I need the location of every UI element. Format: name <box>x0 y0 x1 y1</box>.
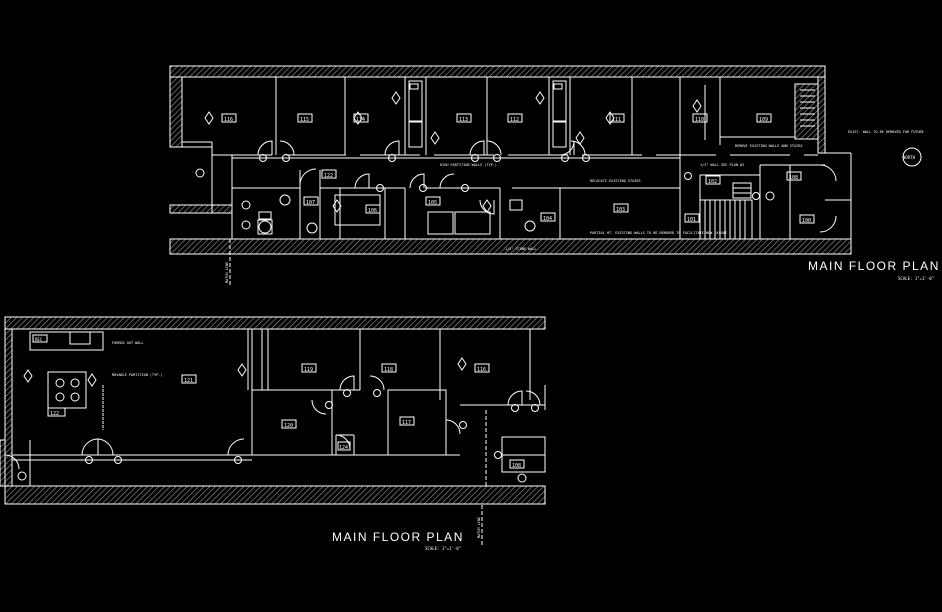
room-label: 107 <box>306 200 315 206</box>
plan-scale-1: SCALE: 1"=1'-0" <box>898 276 935 281</box>
note-partition: HIGH PARTITION WALLS (TYP.) <box>440 163 497 167</box>
plan-2-south-wall <box>4 485 546 505</box>
note-line-label: 1/2" STONE WALL <box>505 247 537 251</box>
room-label: 115 <box>300 117 309 123</box>
plan-title-1: MAIN FLOOR PLAN <box>808 259 940 273</box>
note-existing-stair: REMOVE EXISTING WALLS AND STAIRS <box>735 144 802 148</box>
room-label: 103 <box>616 207 625 213</box>
plan-1-west-wall-lower <box>169 204 233 214</box>
note-top-right: EXIST. WALL TO BE REMOVED FOR FUTURE <box>848 130 924 134</box>
room-label: 116 <box>224 117 233 123</box>
room-label: 116 <box>477 367 486 373</box>
plan-1 <box>169 65 922 285</box>
room-label: 106 <box>368 208 377 214</box>
plan-1-north-wall <box>169 65 826 78</box>
label-movable: MOVABLE PARTITION (TYP.) <box>112 373 163 377</box>
room-label: 111 <box>612 117 621 123</box>
note-remove-casework: RELOCATE EXISTING STAIRS <box>590 179 641 183</box>
label-rec: REC <box>35 337 43 342</box>
room-label: 104 <box>543 216 552 222</box>
room-label: 122 <box>324 173 333 179</box>
room-label: 121 <box>184 378 193 384</box>
match-line-label-2: MATCH LINE <box>477 517 481 538</box>
plan-2-north-wall <box>4 316 546 330</box>
room-label: 114 <box>356 117 365 123</box>
room-label: 117 <box>402 420 411 426</box>
room-label: 101 <box>687 217 696 223</box>
label-furred: FURRED OUT WALL <box>112 341 144 345</box>
plan-2-labels: 121 122 119 118 116 120 117 124 108 REC … <box>35 337 521 538</box>
room-label: 109 <box>759 117 768 123</box>
plan-1-east-wall <box>817 76 826 154</box>
plan-1-labels: 116 115 114 113 112 111 110 109 122 107 … <box>224 117 924 283</box>
room-label: 119 <box>304 367 313 373</box>
plan-1-stair <box>699 182 753 240</box>
room-label: 112 <box>510 117 519 123</box>
plan-1-east-stair <box>800 89 815 127</box>
room-label: 122 <box>50 411 59 417</box>
plan-1-west-wall <box>169 76 183 148</box>
plan-scale-2: SCALE: 1"=1'-0" <box>425 546 462 551</box>
plan-title-2: MAIN FLOOR PLAN <box>332 530 464 544</box>
room-label: 102 <box>708 179 717 185</box>
room-label: 105 <box>428 200 437 206</box>
plan-2-west-wall <box>4 328 13 487</box>
room-label: 100 <box>802 218 811 224</box>
north-arrow <box>902 147 922 167</box>
room-label: 108 <box>789 175 798 181</box>
note-wall: PARTIAL HT. EXISTING WALLS TO BE REMOVED… <box>590 231 728 235</box>
plan-1-east-stair-wall <box>794 83 819 140</box>
room-label: 120 <box>284 423 293 429</box>
north-label: NORTH <box>903 155 916 160</box>
note-mid: 1/2" WALL SEE PLAN #2 <box>700 163 744 167</box>
room-label: 110 <box>695 117 704 123</box>
room-label: 124 <box>339 445 348 451</box>
match-line-label: MATCH LINE <box>225 262 229 283</box>
room-label: 118 <box>384 367 393 373</box>
room-label: 108 <box>512 463 521 469</box>
plan-2 <box>0 316 546 545</box>
room-label: 113 <box>459 117 468 123</box>
